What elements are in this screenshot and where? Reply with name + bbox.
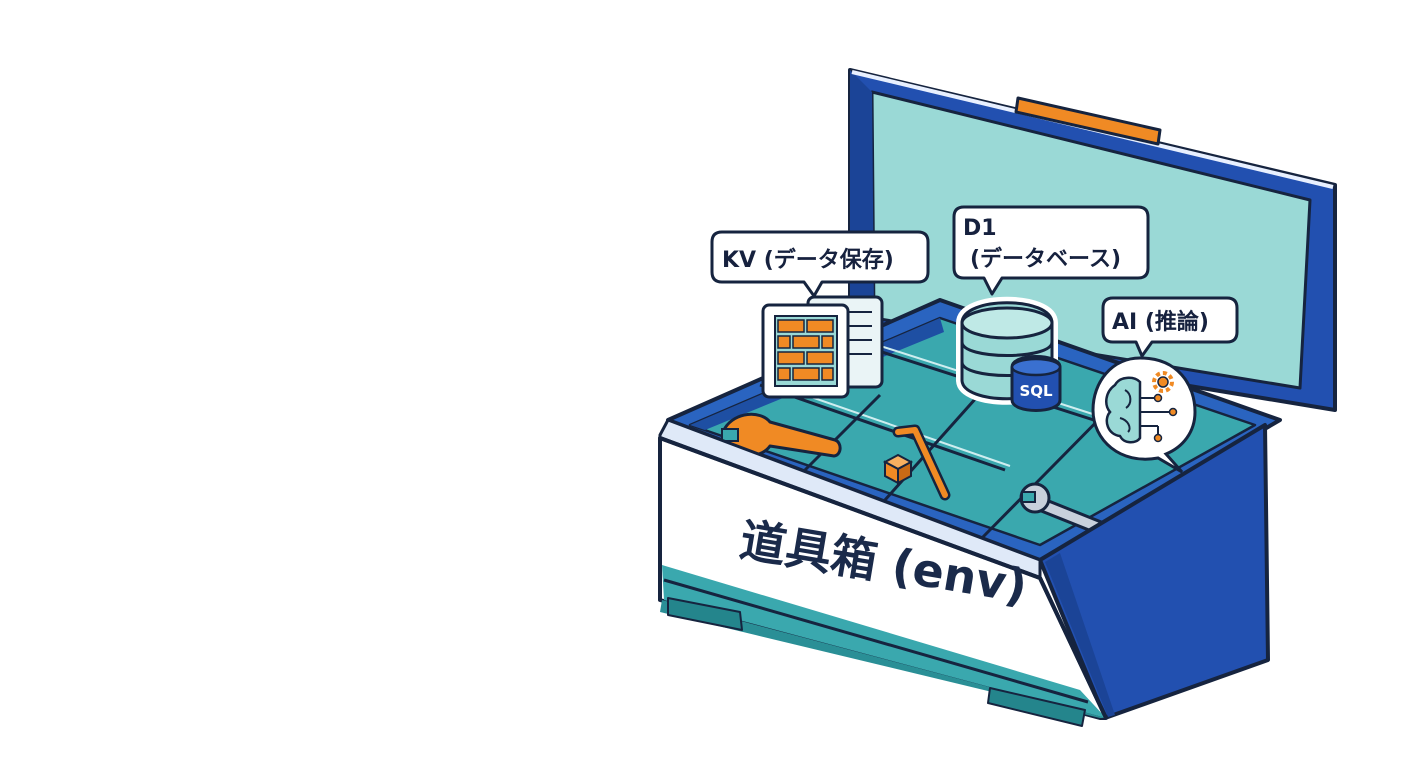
database-icon: SQL: [956, 296, 1062, 412]
sql-badge-icon: SQL: [1010, 355, 1062, 412]
toolbox-body: 道具箱 (env): [658, 418, 1270, 727]
d1-bubble: D1 (データベース): [952, 205, 1150, 296]
d1-bubble-subtitle: (データベース): [970, 246, 1121, 272]
kv-storage-icon: [761, 295, 884, 399]
kv-bubble: KV (データ保存): [710, 230, 930, 298]
ai-bubble-label: AI (推論): [1112, 309, 1209, 335]
hex-key-icon: [892, 424, 951, 501]
brick-wall-icon: [777, 319, 834, 381]
ai-inference-icon: [1091, 356, 1197, 474]
gear-icon: [1152, 371, 1174, 393]
ai-bubble: AI (推論): [1101, 296, 1239, 358]
cube-icon: [882, 453, 914, 485]
kv-bubble-label: KV (データ保存): [722, 247, 894, 273]
sql-badge-label: SQL: [1019, 382, 1053, 400]
brain-circuit-icon: [1105, 371, 1178, 444]
d1-bubble-title: D1: [963, 216, 997, 241]
lid-handle: [1014, 96, 1162, 146]
